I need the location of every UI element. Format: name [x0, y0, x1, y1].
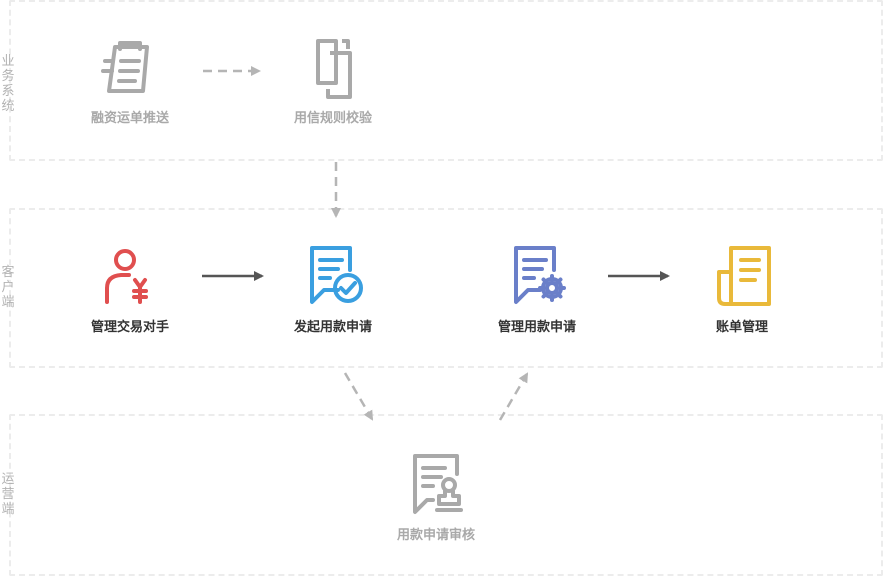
node-financing-push: 融资运单推送	[60, 33, 200, 126]
node-label: 账单管理	[715, 320, 768, 335]
node-label: 管理用款申请	[497, 320, 576, 335]
node-label: 管理交易对手	[90, 320, 169, 335]
node-manage-loan-application: 管理用款申请	[467, 242, 607, 335]
lane-business-system	[9, 0, 883, 161]
node-label: 发起用款申请	[293, 320, 372, 335]
node-manage-counterparty: 管理交易对手	[60, 242, 200, 335]
user-yen-icon	[105, 249, 148, 304]
lane-label-operations: 运 营 端	[1, 472, 15, 517]
arrow-review-to-manage	[498, 372, 529, 421]
document-gear-icon	[514, 246, 566, 304]
node-loan-application-review: 用款申请审核	[366, 450, 506, 543]
copy-documents-icon	[316, 39, 352, 99]
document-check-icon	[310, 246, 363, 304]
lane-label-business-system: 业 务 系 统	[1, 54, 15, 114]
node-initiate-loan-application: 发起用款申请	[263, 242, 403, 335]
lane-operations	[9, 414, 883, 576]
node-label: 用款申请审核	[396, 528, 475, 543]
node-credit-rule-check: 用信规则校验	[263, 33, 403, 126]
lane-client	[9, 208, 883, 368]
node-label: 融资运单推送	[90, 111, 169, 126]
clipboard-list-icon	[101, 41, 149, 93]
arrow-initiate-to-review	[343, 372, 374, 421]
node-label: 用信规则校验	[293, 111, 372, 126]
document-stamp-icon	[413, 454, 463, 514]
bill-stack-icon	[717, 246, 771, 306]
lane-label-client: 客 户 端	[1, 265, 15, 310]
node-bill-management: 账单管理	[672, 242, 812, 335]
